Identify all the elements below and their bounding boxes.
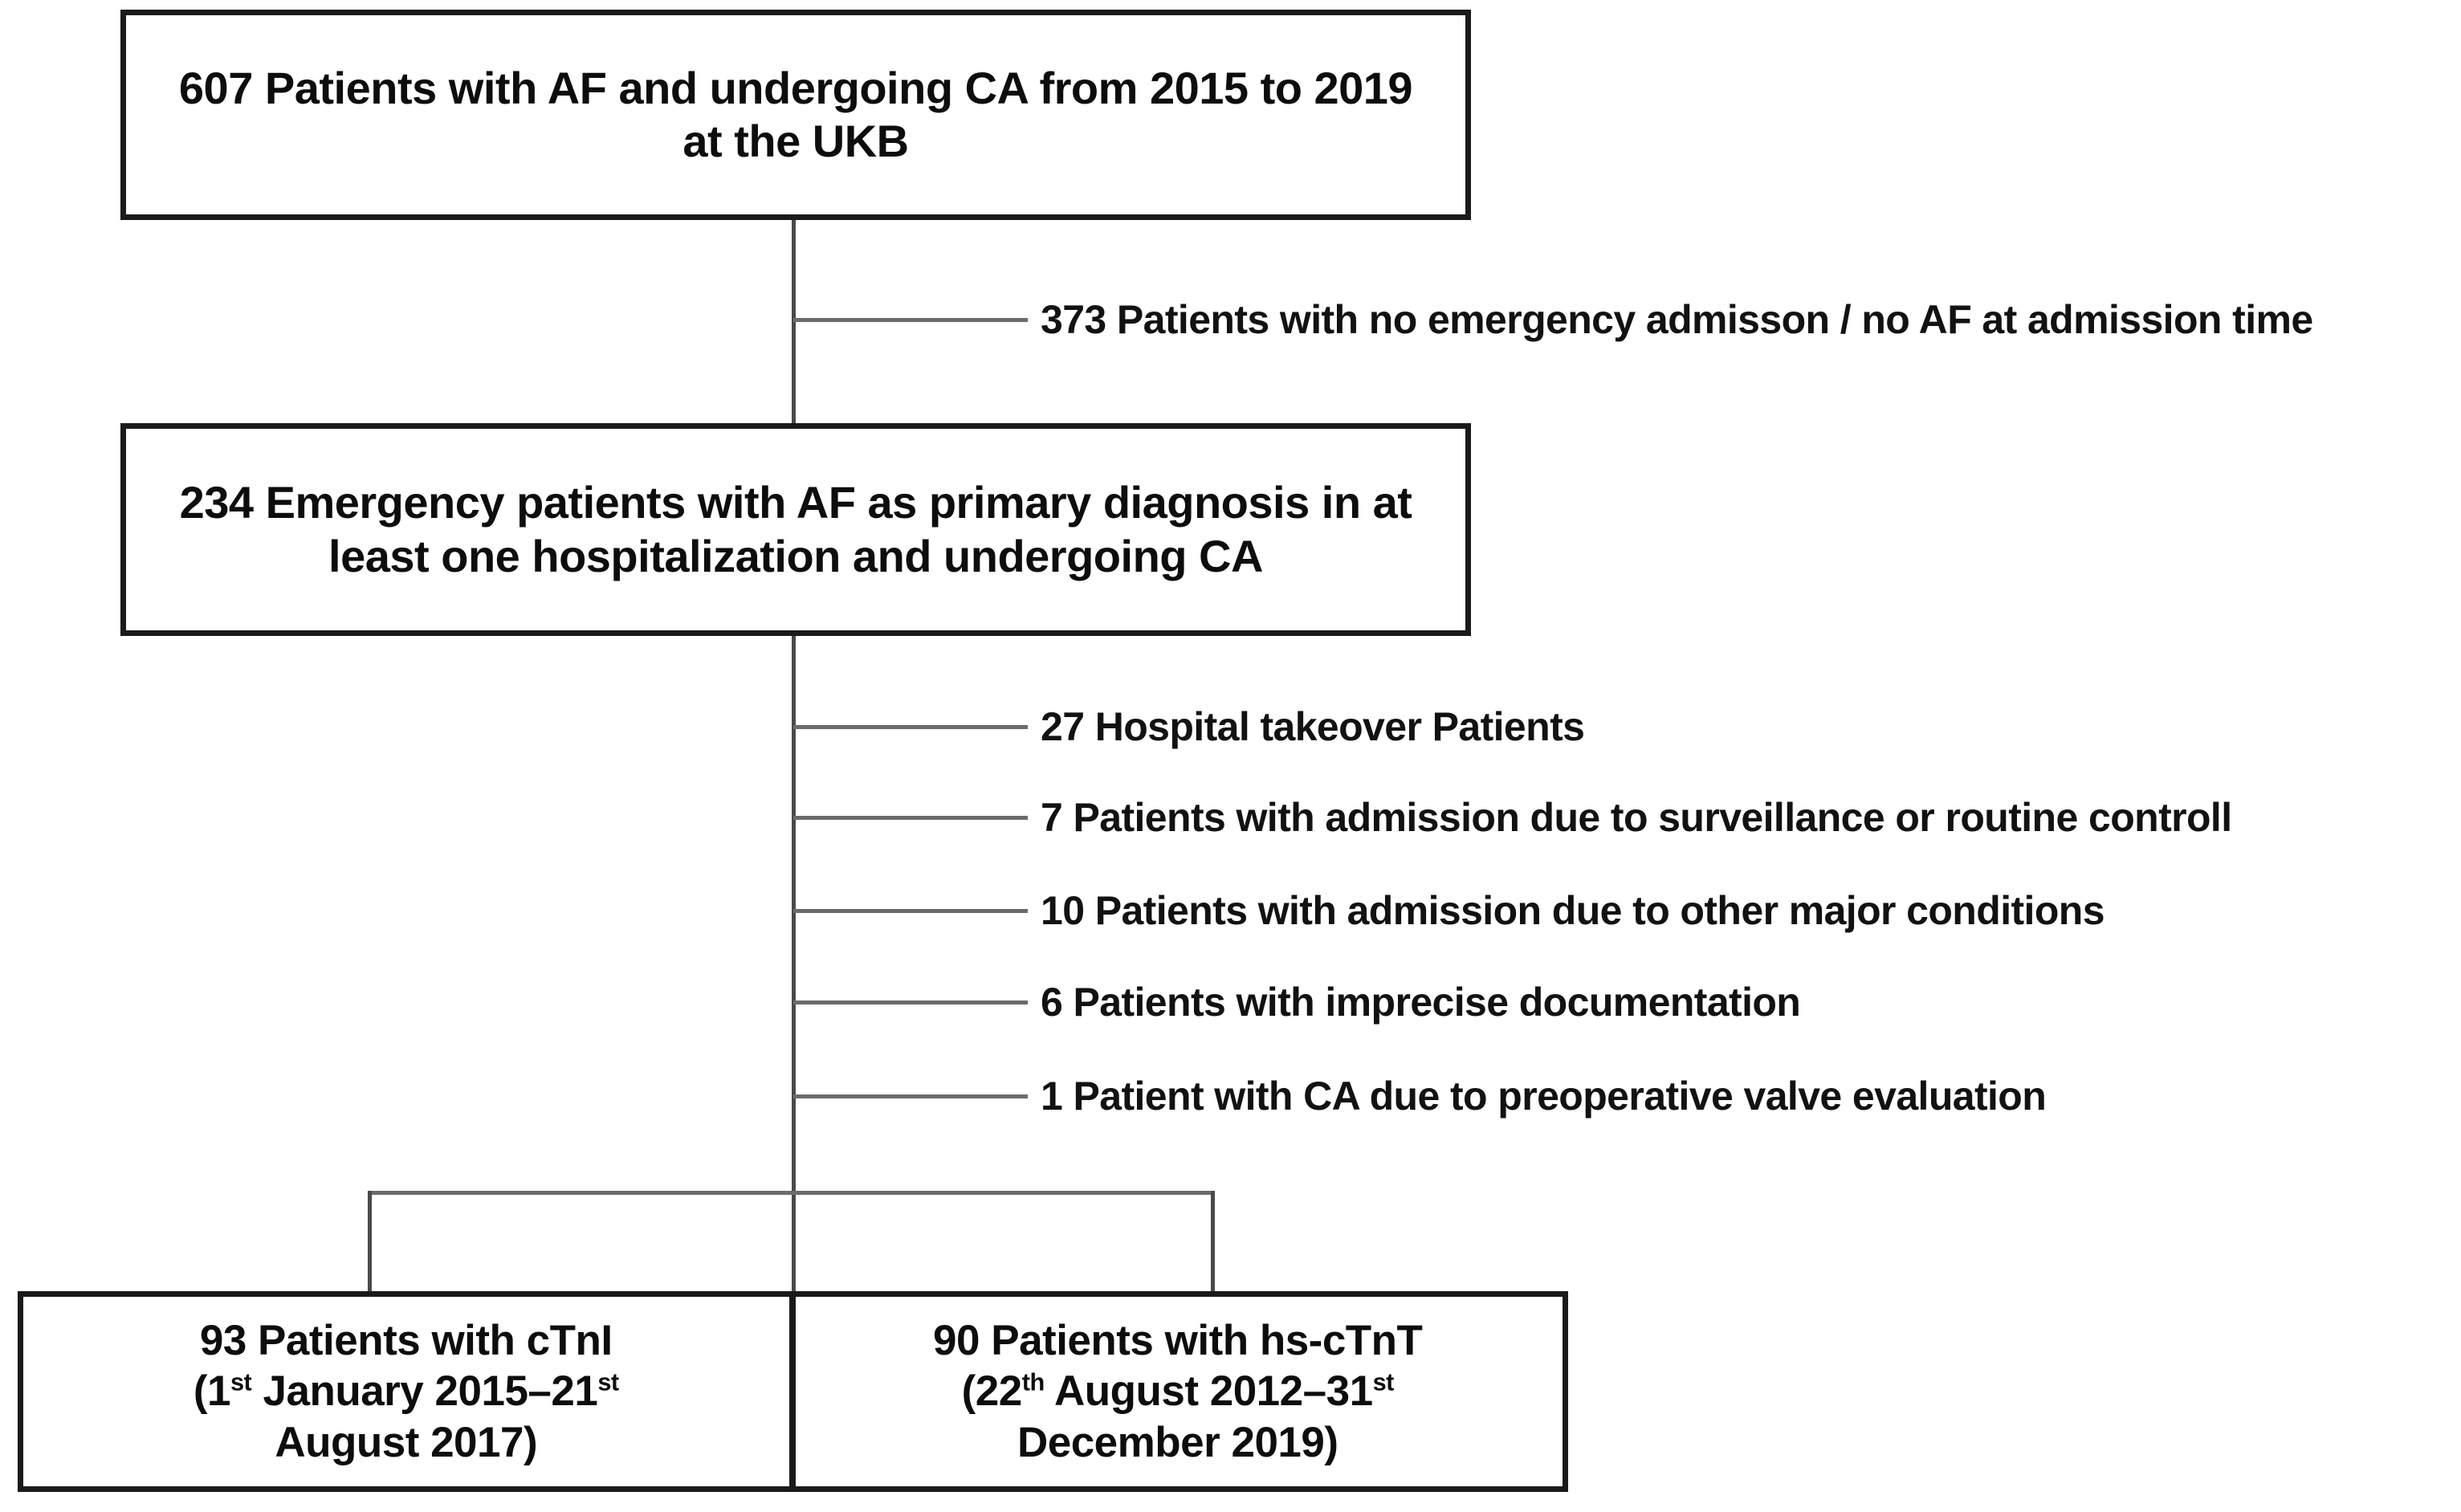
node-hsctnt-box: 90 Patients with hs-cTnT (22th August 20…	[793, 1297, 1563, 1486]
node-ctni-date-mid: January 2015–21	[251, 1367, 598, 1416]
bracket-drop-right	[1211, 1191, 1215, 1294]
exclusion-label-5: 6 Patients with imprecise documentation	[1041, 980, 1801, 1025]
bracket-horizontal	[368, 1191, 1215, 1195]
connector-divider-line	[792, 1291, 796, 1492]
node-hsctnt-date-mid: August 2012–31	[1044, 1367, 1373, 1416]
node-emergency-label: 234 Emergency patients with AF as primar…	[179, 477, 1412, 581]
exclusion-label-4: 10 Patients with admission due to other …	[1041, 888, 2105, 933]
branch-line-exclusion-5	[793, 1001, 1028, 1005]
exclusion-label-1: 373 Patients with no emergency admisson …	[1041, 297, 2313, 342]
node-cohort-box: 607 Patients with AF and undergoing CA f…	[120, 10, 1471, 220]
node-hsctnt-line1: 90 Patients with hs-cTnT	[933, 1316, 1423, 1364]
branch-line-exclusion-4	[793, 909, 1028, 913]
node-hsctnt-date-open: (22	[961, 1367, 1023, 1416]
branch-line-exclusion-6	[793, 1094, 1028, 1098]
node-emergency-box: 234 Emergency patients with AF as primar…	[120, 423, 1471, 636]
node-ctni-date-open: (1	[193, 1367, 231, 1416]
branch-line-exclusion-1	[793, 318, 1028, 322]
exclusion-label-6: 1 Patient with CA due to preoperative va…	[1041, 1074, 2047, 1119]
node-hsctnt-line3: December 2019)	[1017, 1418, 1338, 1466]
connector-emergency-to-groups	[792, 636, 796, 1291]
node-cohort-label: 607 Patients with AF and undergoing CA f…	[178, 62, 1413, 166]
exclusion-label-3: 7 Patients with admission due to surveil…	[1041, 795, 2232, 840]
node-ctni-line3: August 2017)	[275, 1418, 538, 1466]
branch-line-exclusion-2	[793, 725, 1028, 729]
node-hsctnt-ordinal-2: st	[1372, 1367, 1395, 1396]
node-ctni-box: 93 Patients with cTnI (1st January 2015–…	[23, 1297, 793, 1486]
exclusion-label-2: 27 Hospital takeover Patients	[1041, 704, 1585, 749]
node-ctni-ordinal-1: st	[230, 1367, 252, 1396]
node-hsctnt-ordinal-1: th	[1021, 1367, 1045, 1396]
bracket-drop-left	[368, 1191, 372, 1294]
node-ctni-line1: 93 Patients with cTnI	[199, 1316, 613, 1364]
node-ctni-ordinal-2: st	[597, 1367, 619, 1396]
branch-line-exclusion-3	[793, 816, 1028, 820]
